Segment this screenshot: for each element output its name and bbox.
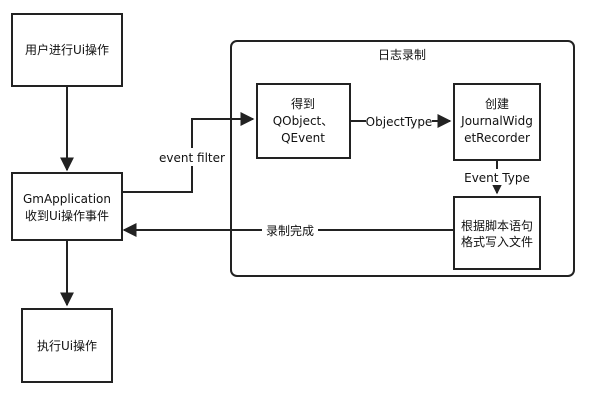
label-object-type: ObjectType <box>366 115 433 129</box>
node-gm-application: GmApplication 收到Ui操作事件 <box>11 172 123 241</box>
node-create-recorder-line3: etRecorder <box>464 131 530 145</box>
node-get-qobject-line1: 得到 <box>291 96 315 111</box>
label-event-filter: event filter <box>159 151 225 165</box>
label-event-type: Event Type <box>464 171 530 185</box>
node-user-ui-action: 用户进行Ui操作 <box>11 13 123 87</box>
node-gm-application-line1: GmApplication <box>23 192 111 206</box>
group-title: 日志录制 <box>378 48 426 62</box>
node-get-qobject: 得到 QObject、 QEvent <box>256 83 351 159</box>
label-record-done: 录制完成 <box>266 223 314 238</box>
node-gm-application-line2: 收到Ui操作事件 <box>25 208 109 223</box>
node-create-recorder-line1: 创建 <box>485 97 509 111</box>
node-write-file: 根据脚本语句 格式写入文件 <box>453 196 541 270</box>
node-execute-ui-action: 执行Ui操作 <box>21 308 113 383</box>
node-write-file-line1: 根据脚本语句 <box>461 218 533 233</box>
node-create-recorder: 创建 JournalWidg etRecorder <box>453 83 541 161</box>
node-user-ui-action-label: 用户进行Ui操作 <box>25 42 109 57</box>
node-get-qobject-line3: QEvent <box>281 131 325 145</box>
journal-recording-group <box>230 40 575 277</box>
node-create-recorder-line2: JournalWidg <box>460 114 533 128</box>
node-get-qobject-line2: QObject、 <box>273 114 334 128</box>
node-execute-ui-action-label: 执行Ui操作 <box>37 338 97 353</box>
node-write-file-line2: 格式写入文件 <box>461 234 533 249</box>
